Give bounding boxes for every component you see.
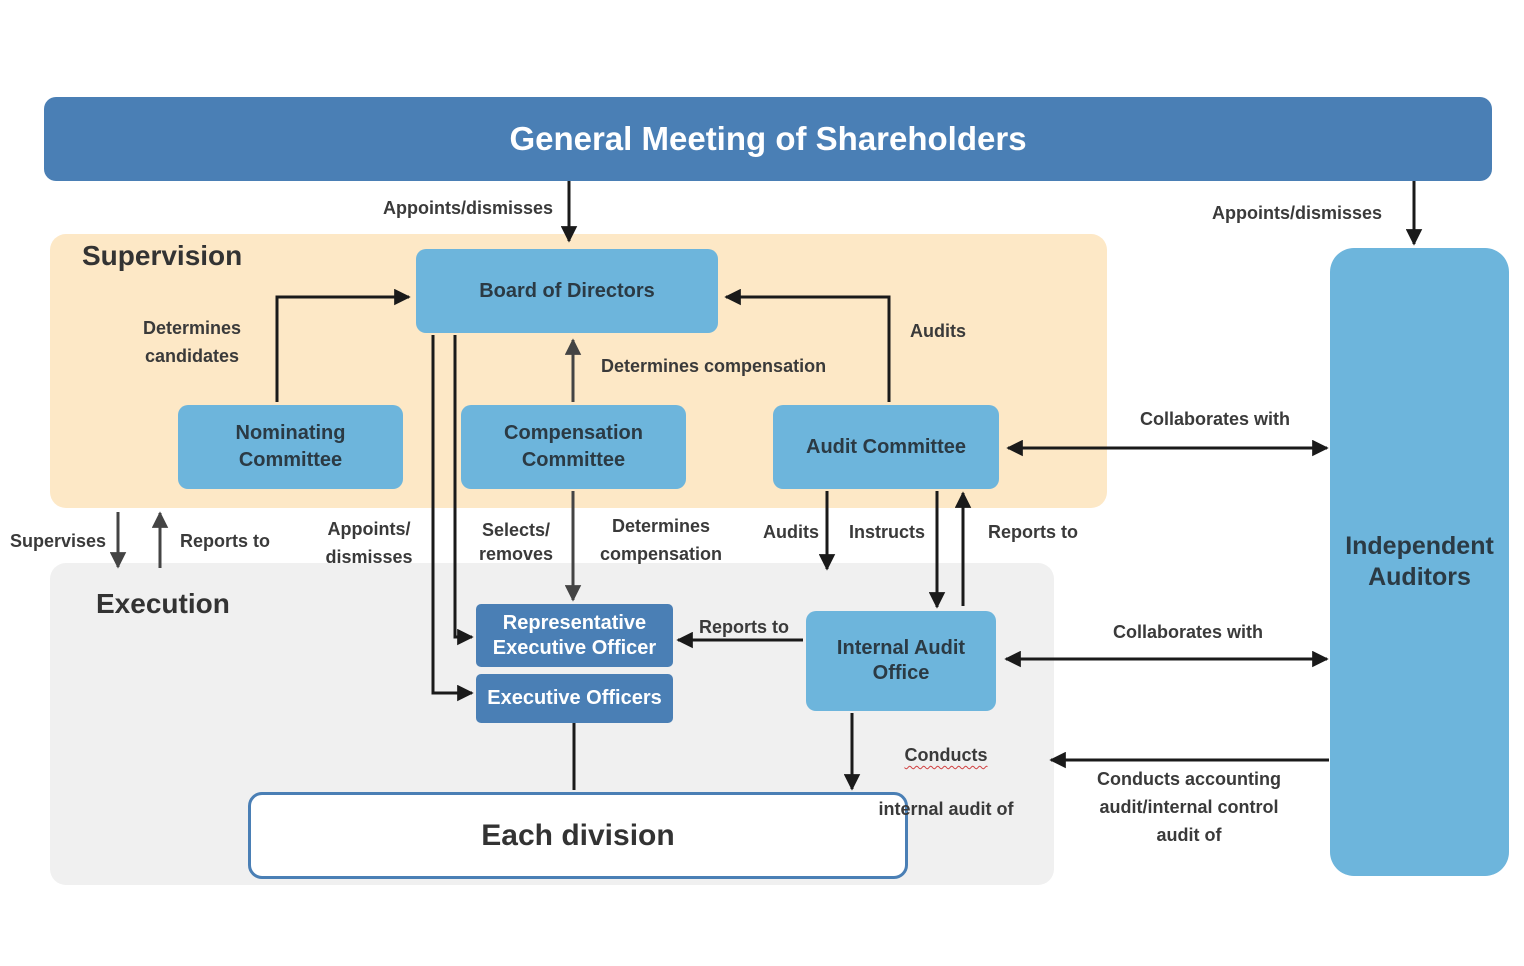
internal-audit-office-box: Internal Audit Office — [806, 611, 996, 711]
label-reports-to-officer: Reports to — [699, 617, 789, 637]
arrow-board-to-exec-officers — [431, 335, 474, 702]
each-division-label: Each division — [481, 818, 675, 852]
label-reports-to-committee: Reports to — [988, 522, 1078, 542]
audit-committee-label: Audit Committee — [806, 435, 966, 458]
shareholders-meeting-label: General Meeting of Shareholders — [509, 120, 1027, 157]
label-collab-audit-committee: Collaborates with — [1140, 409, 1291, 429]
internal-audit-office-label: Internal Audit Office — [836, 637, 966, 684]
label-instructs: Instructs — [849, 522, 926, 542]
audit-committee-box: Audit Committee — [773, 405, 999, 489]
label-internal-audit-of: internal audit of — [878, 799, 1014, 819]
executive-officers-label: Executive Officers — [487, 687, 662, 709]
board-of-directors-label: Board of Directors — [479, 279, 655, 302]
label-determines-candidates: Determines candidates — [142, 318, 242, 366]
label-appoints-board: Appoints/dismisses — [383, 198, 554, 218]
label-audits-internal: Audits — [763, 522, 819, 542]
label-conducts-internal-audit: Conducts internal audit of — [866, 715, 1026, 823]
label-determines-comp-board: Determines compensation — [601, 356, 827, 376]
label-reports-to-supervision: Reports to — [180, 531, 270, 551]
label-supervises: Supervises — [10, 531, 107, 551]
compensation-committee-box: Compensation Committee — [461, 405, 686, 489]
execution-title: Execution — [96, 588, 230, 619]
arrow-audit-committee-to-board — [724, 288, 891, 402]
shareholders-meeting-box: General Meeting of Shareholders — [44, 97, 1492, 181]
representative-executive-officer-box: Representative Executive Officer — [476, 604, 673, 667]
label-selects-removes: Selects/ removes — [478, 520, 554, 564]
arrow-nominating-to-board — [275, 288, 411, 402]
label-determines-comp-officers: Determines compensation — [599, 516, 723, 564]
label-collab-internal: Collaborates with — [1113, 622, 1264, 642]
nominating-committee-label: Nominating Committee — [235, 422, 346, 471]
each-division-box: Each division — [248, 792, 908, 879]
label-conducts-word: Conducts — [904, 745, 988, 765]
board-of-directors-box: Board of Directors — [416, 249, 718, 333]
label-appoints-auditors: Appoints/dismisses — [1212, 203, 1383, 223]
representative-executive-officer-label: Representative Executive Officer — [492, 611, 657, 659]
nominating-committee-box: Nominating Committee — [178, 405, 403, 489]
label-accounting-audit: Conducts accounting audit/internal contr… — [1097, 769, 1281, 845]
independent-auditors-label: Independent Auditors — [1345, 532, 1494, 591]
independent-auditors-box: Independent Auditors — [1330, 248, 1509, 876]
supervision-title: Supervision — [82, 240, 243, 271]
arrow-board-to-rep-officer — [453, 335, 474, 646]
executive-officers-box: Executive Officers — [476, 674, 673, 723]
label-audits-board: Audits — [910, 321, 966, 341]
compensation-committee-label: Compensation Committee — [504, 422, 643, 471]
label-appoints-officers: Appoints/ dismisses — [325, 519, 413, 567]
